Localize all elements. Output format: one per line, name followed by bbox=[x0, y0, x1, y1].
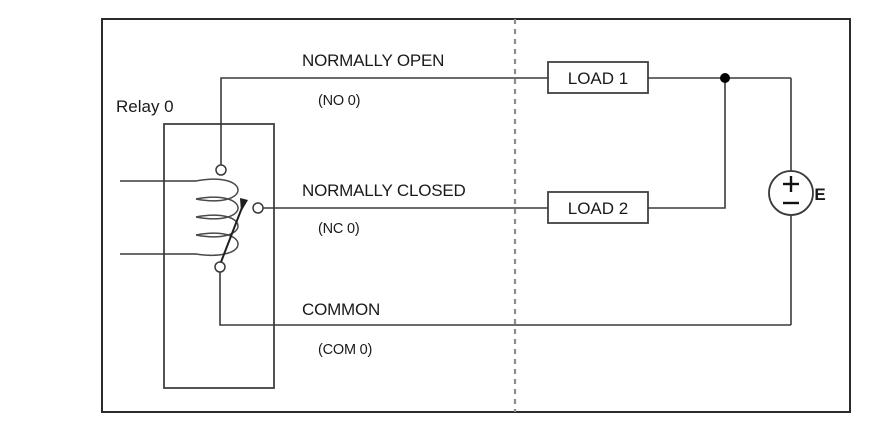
wire-common bbox=[219, 272, 791, 326]
relay-armature-arrow bbox=[220, 198, 248, 263]
terminal-common bbox=[214, 261, 226, 273]
common-label: COMMON bbox=[302, 300, 380, 319]
terminal-normally-open bbox=[215, 164, 227, 176]
load1-box bbox=[547, 61, 649, 94]
relay-title-label: Relay 0 bbox=[116, 97, 174, 116]
load2-label: LOAD 2 bbox=[568, 199, 628, 218]
normally-open-label: NORMALLY OPEN bbox=[302, 51, 444, 70]
relay-coil-icon bbox=[195, 178, 239, 256]
voltage-source-plus-icon bbox=[783, 176, 799, 192]
wire-load2-to-node bbox=[648, 78, 726, 209]
normally-open-sublabel: (NO 0) bbox=[318, 93, 360, 109]
junction-node-dot bbox=[720, 73, 730, 83]
diagram-outer-border bbox=[101, 18, 851, 413]
normally-closed-sublabel: (NC 0) bbox=[318, 221, 360, 237]
voltage-source-label: E bbox=[814, 185, 825, 204]
relay-body-box bbox=[163, 123, 275, 389]
wire-normally-open bbox=[220, 77, 548, 165]
terminal-normally-closed bbox=[252, 202, 264, 214]
normally-closed-label: NORMALLY CLOSED bbox=[302, 181, 466, 200]
common-sublabel: (COM 0) bbox=[318, 342, 372, 358]
load1-label: LOAD 1 bbox=[568, 69, 628, 88]
